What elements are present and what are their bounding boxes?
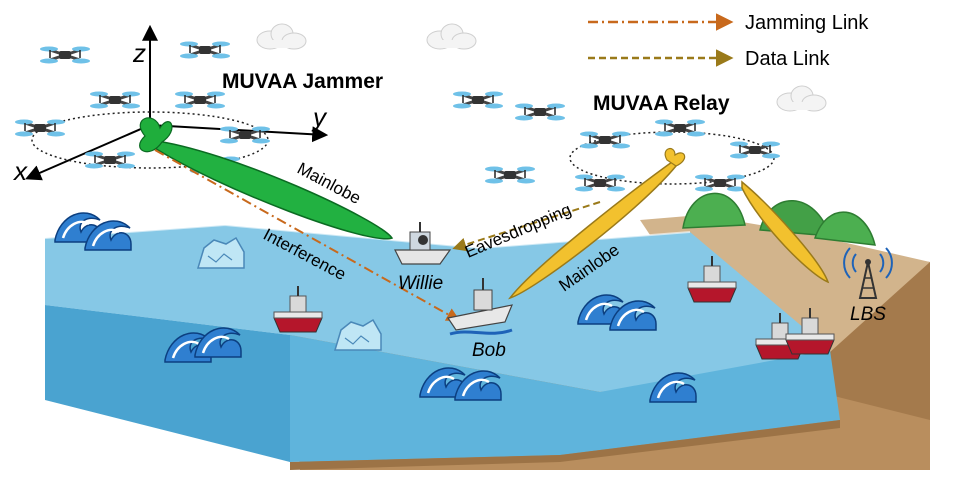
bob-node: Bob [447, 278, 513, 361]
legend-data-label: Data Link [745, 48, 830, 70]
drone-icon [578, 130, 632, 150]
jamming-link-line [154, 149, 461, 322]
drone-icon [218, 125, 272, 145]
relay-mainlobe-beam [507, 161, 678, 300]
relay-antenna-pattern [664, 147, 686, 167]
cloud-icon [256, 23, 307, 50]
legend-jamming-label: Jamming Link [745, 12, 869, 34]
seabed-edge [290, 420, 840, 470]
coordinate-axes: z y x [12, 24, 329, 186]
drone-icon [173, 90, 227, 110]
drone-icon [178, 40, 232, 60]
sea-face-right [290, 335, 840, 462]
drone-icon [693, 173, 747, 193]
cloud-icon [426, 23, 477, 50]
drone-icon [451, 90, 505, 110]
jammer-mainlobe-beam [149, 139, 394, 240]
eavesdropping-link-line [452, 201, 601, 252]
drone-icon [88, 90, 142, 110]
relay-title: MUVAA Relay [593, 92, 730, 115]
drone-icon [728, 140, 782, 160]
jammer-antenna-pattern [139, 117, 173, 153]
legend: Jamming Link Data Link [588, 12, 869, 70]
hills [682, 192, 876, 246]
jammer-formation: MUVAA Jammer Mainlobe [13, 40, 394, 240]
willie-label: Willie [398, 273, 443, 294]
axis-z-label: z [132, 38, 146, 68]
clouds [256, 23, 827, 112]
bob-label: Bob [472, 340, 506, 361]
cloud-icon [776, 85, 827, 112]
drone-icon [13, 118, 67, 138]
drone-icon [38, 45, 92, 65]
axis-x-label: x [12, 156, 28, 186]
drone-icon [513, 102, 567, 122]
jammer-title: MUVAA Jammer [222, 70, 383, 93]
signal-icon [851, 253, 857, 273]
relay-lbs-beam [741, 180, 830, 284]
axis-y-label: y [311, 102, 328, 132]
lbs-node: LBS [843, 247, 893, 325]
lbs-label: LBS [850, 304, 886, 325]
willie-node: Willie [394, 222, 452, 294]
drone-icon [483, 165, 537, 185]
drone-icon [653, 118, 707, 138]
